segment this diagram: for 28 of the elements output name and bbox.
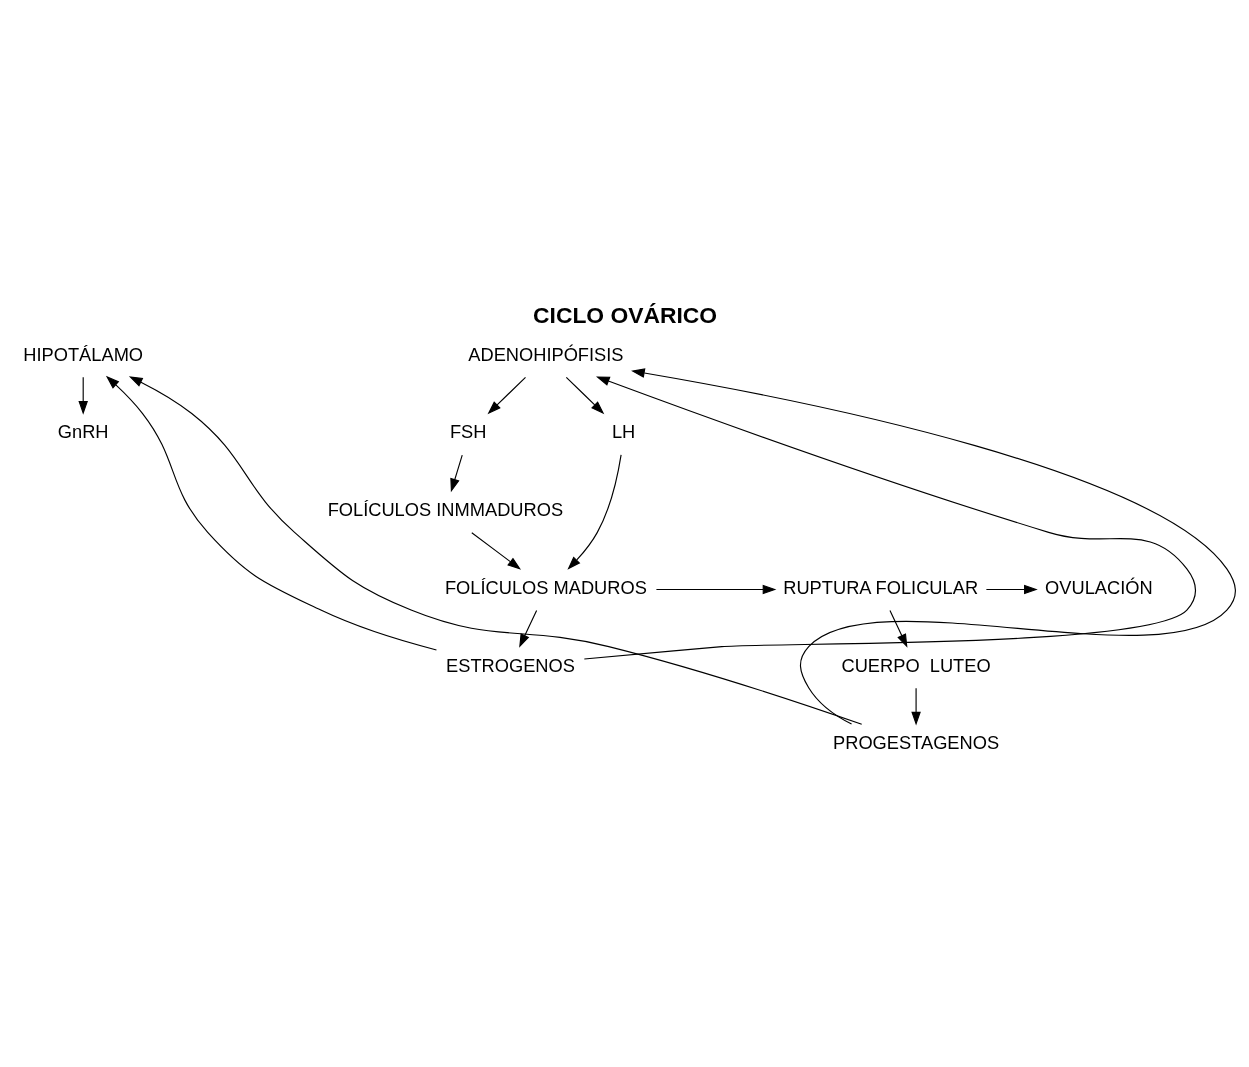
- node-text: FSH: [449, 421, 487, 443]
- arrow: [450, 454, 463, 493]
- arrow: [583, 376, 1197, 660]
- node-text: FOLÍCULOS INMMADUROS: [327, 499, 564, 521]
- node-text: FOLÍCULOS MADUROS: [444, 576, 647, 598]
- arrow: [889, 609, 908, 648]
- arrow: [128, 376, 863, 725]
- node-text: LH: [611, 421, 636, 443]
- arrow: [567, 454, 622, 570]
- arrow: [631, 368, 1236, 725]
- node-text: HIPOTÁLAMO: [23, 343, 144, 365]
- arrow: [487, 376, 527, 415]
- diagram-title: CICLO OVÁRICO: [533, 302, 718, 329]
- node-text: GnRH: [57, 421, 109, 443]
- arrow: [985, 584, 1038, 595]
- arrow: [911, 687, 921, 726]
- node-text: PROGESTAGENOS: [833, 732, 1000, 754]
- arrow: [105, 375, 438, 651]
- node-text: ESTROGENOS: [446, 654, 575, 676]
- node-text: CUERPO LUTEO: [841, 654, 991, 676]
- arrow: [655, 584, 777, 595]
- node-text: ADENOHIPÓFISIS: [468, 343, 624, 365]
- arrow: [565, 376, 605, 415]
- node-text: RUPTURA FOLICULAR: [783, 576, 979, 598]
- arrow: [519, 609, 538, 648]
- arrow: [471, 532, 522, 570]
- arrow: [78, 376, 88, 415]
- node-text: OVULACIÓN: [1045, 576, 1153, 598]
